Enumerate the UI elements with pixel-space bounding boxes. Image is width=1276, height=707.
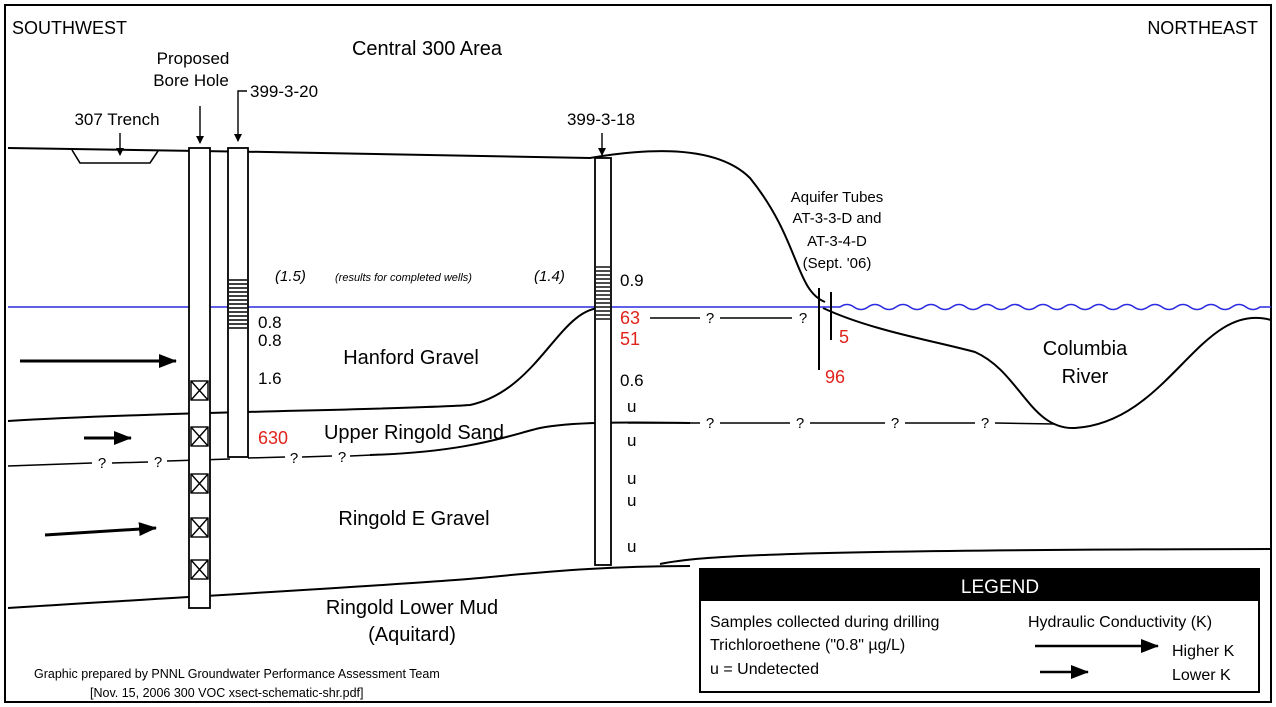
question-mark: ? <box>796 415 804 432</box>
northeast-label: NORTHEAST <box>1147 18 1258 38</box>
proposed-bore-hole <box>188 147 211 609</box>
question-mark: ? <box>154 454 162 471</box>
legend-title: LEGEND <box>961 577 1039 598</box>
question-mark: ? <box>706 415 714 432</box>
well-399-3-18-label: 399-3-18 <box>567 110 635 129</box>
question-mark: ? <box>706 310 714 327</box>
legend: LEGEND Samples collected during drilling… <box>699 568 1260 693</box>
sample-value: u <box>627 469 636 488</box>
sample-value-high: 5 <box>839 327 849 347</box>
legend-undetected-line: u = Undetected <box>710 661 819 678</box>
question-mark: ? <box>981 415 989 432</box>
sample-value-high: 51 <box>620 329 640 349</box>
legend-tce-line: Trichloroethene ("0.8" µg/L) <box>710 637 905 654</box>
unit-ringold-lower-mud: Ringold Lower Mud <box>326 597 498 619</box>
legend-samples-heading: Samples collected during drilling <box>710 614 939 631</box>
hanford-ringold-contact <box>7 306 605 422</box>
flow-arrow-higher-k <box>44 522 157 537</box>
southwest-label: SOUTHWEST <box>12 18 127 38</box>
credit-line: [Nov. 15, 2006 300 VOC xsect-schematic-s… <box>90 686 364 700</box>
result-note-right: (1.4) <box>534 268 565 285</box>
columbia-river-label: Columbia <box>1043 338 1128 360</box>
sample-value: 1.6 <box>258 369 282 388</box>
well-399-3-18-screen <box>596 266 610 320</box>
sample-value-high: 96 <box>825 367 845 387</box>
aquifer-tubes-label: AT-3-3-D and <box>793 210 882 227</box>
sample-value: 0.6 <box>620 371 644 390</box>
well-399-3-18 <box>594 157 612 566</box>
sample-value-high: 63 <box>620 308 640 328</box>
result-note-center: (results for completed wells) <box>335 272 472 284</box>
question-mark: ? <box>891 415 899 432</box>
aquifer-tubes-label: (Sept. '06) <box>803 255 872 272</box>
inferred-contact-west <box>7 454 373 467</box>
unit-ringold-lower-mud: (Aquitard) <box>368 624 456 646</box>
legend-lower-k: Lower K <box>1172 667 1231 684</box>
well-399-3-20-screen <box>229 279 247 329</box>
trench-label: 307 Trench <box>74 110 159 129</box>
lower-mud-contact-east <box>659 548 1272 565</box>
question-mark: ? <box>799 310 807 327</box>
aquifer-tubes-label: Aquifer Tubes <box>791 189 884 206</box>
result-note-left: (1.5) <box>275 268 306 285</box>
well-399-3-20-arrow <box>234 90 247 142</box>
well-399-3-20 <box>227 147 249 458</box>
water-table-line <box>8 303 1271 311</box>
question-mark: ? <box>338 449 346 466</box>
river-bank <box>822 307 1272 430</box>
inferred-contact-east <box>628 422 1056 425</box>
sample-value-high: 630 <box>258 428 288 448</box>
sample-value: 0.9 <box>620 271 644 290</box>
columbia-river-label: River <box>1062 366 1109 388</box>
question-mark: ? <box>290 450 298 467</box>
sample-value: u <box>627 397 636 416</box>
sample-value: u <box>627 491 636 510</box>
question-mark: ? <box>98 455 106 472</box>
unit-hanford-gravel: Hanford Gravel <box>343 347 479 369</box>
well-399-3-20-label: 399-3-20 <box>250 82 318 101</box>
lower-mud-contact <box>7 565 691 609</box>
unit-ringold-e-gravel: Ringold E Gravel <box>338 508 489 530</box>
diagram-frame <box>4 4 1272 703</box>
area-title: Central 300 Area <box>352 38 503 60</box>
legend-k-heading: Hydraulic Conductivity (K) <box>1028 614 1212 631</box>
proposed-bore-label: Bore Hole <box>153 71 229 90</box>
sample-value: 0.8 <box>258 331 282 350</box>
unit-upper-ringold-sand: Upper Ringold Sand <box>324 422 504 444</box>
uncertainty-marks: ? ? ? ? ? ? ? ? ? ? <box>98 310 989 472</box>
sample-value: u <box>627 537 636 556</box>
proposed-bore-label: Proposed <box>157 49 230 68</box>
aquifer-tubes-label: AT-3-4-D <box>807 233 867 250</box>
credit-line: Graphic prepared by PNNL Groundwater Per… <box>34 667 440 681</box>
legend-higher-k: Higher K <box>1172 643 1235 660</box>
sample-value: u <box>627 431 636 450</box>
trench-307 <box>71 149 159 164</box>
sample-value: 0.8 <box>258 313 282 332</box>
legend-header <box>700 569 1259 601</box>
bore-hole-sample-intervals <box>190 380 209 580</box>
